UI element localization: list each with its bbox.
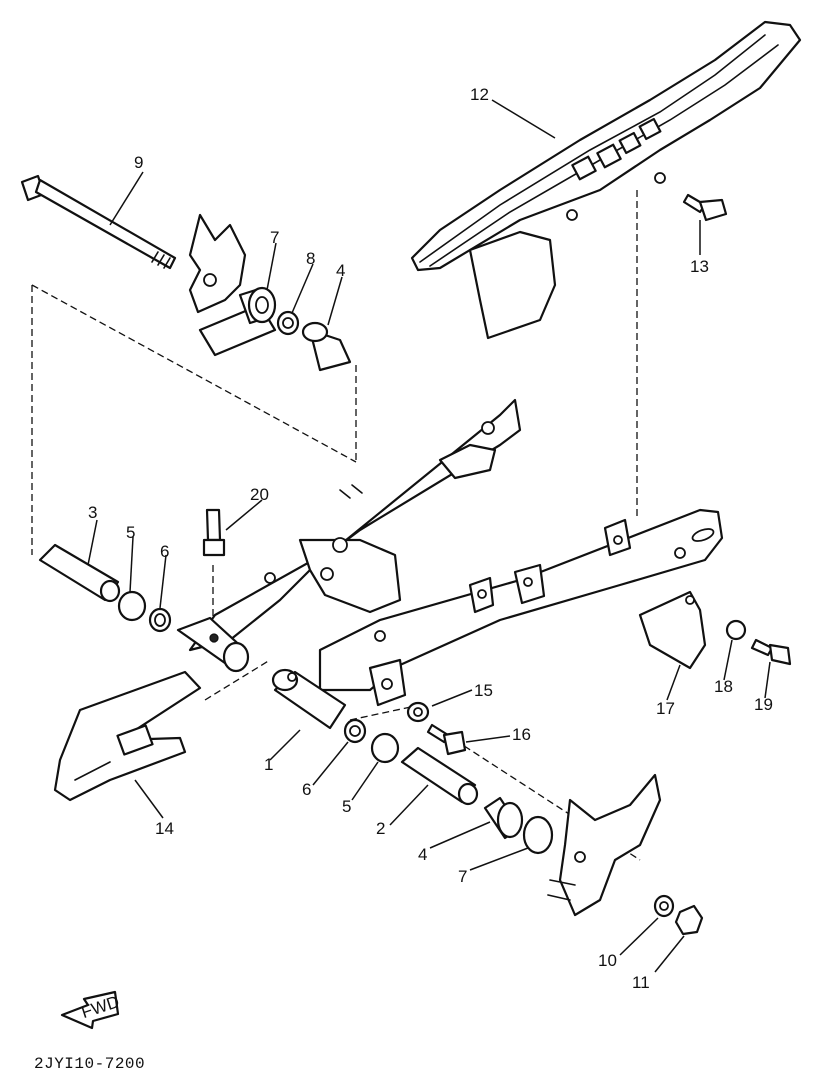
grease-nipple bbox=[202, 508, 226, 557]
pivot-shaft bbox=[20, 174, 177, 270]
callout-3: 3 bbox=[88, 503, 97, 522]
callout-10: 10 bbox=[598, 951, 617, 970]
callout-6-left: 6 bbox=[160, 542, 169, 561]
callout-16: 16 bbox=[512, 725, 531, 744]
leader-lines bbox=[87, 99, 771, 973]
callout-4-lower: 4 bbox=[418, 845, 427, 864]
pivot-tube-left bbox=[176, 616, 250, 673]
callout-12: 12 bbox=[470, 85, 489, 104]
right-bushing-set bbox=[343, 718, 554, 855]
callout-5-left: 5 bbox=[126, 523, 135, 542]
callout-labels: 1 2 3 4 4 5 5 6 6 7 7 8 9 10 11 12 13 14… bbox=[88, 85, 773, 992]
callout-7-lower: 7 bbox=[458, 867, 467, 886]
upper-bushing-set bbox=[238, 286, 352, 372]
callout-17: 17 bbox=[656, 699, 675, 718]
washer-nut-10-11 bbox=[653, 894, 704, 936]
callout-8: 8 bbox=[306, 249, 315, 268]
drawing-code: 2JYI10-7200 bbox=[34, 1055, 146, 1073]
frame-bracket-upper bbox=[188, 213, 277, 357]
callout-5-right: 5 bbox=[342, 797, 351, 816]
swingarm bbox=[188, 398, 724, 707]
callout-18: 18 bbox=[714, 677, 733, 696]
washer-bolt-15-16 bbox=[406, 701, 467, 756]
callout-4-upper: 4 bbox=[336, 261, 345, 280]
callout-2: 2 bbox=[376, 819, 385, 838]
chain-guard bbox=[410, 20, 802, 340]
callout-15: 15 bbox=[474, 681, 493, 700]
chain-slider bbox=[53, 670, 202, 802]
frame-bracket-lower bbox=[547, 773, 662, 917]
bolt-13 bbox=[682, 193, 728, 222]
plate-17-18-19 bbox=[638, 590, 792, 670]
fwd-arrow-icon: FWD bbox=[60, 990, 122, 1030]
callout-6-right: 6 bbox=[302, 780, 311, 799]
callout-1: 1 bbox=[264, 755, 273, 774]
left-collar-set bbox=[38, 543, 172, 633]
callout-11: 11 bbox=[632, 973, 650, 992]
callout-20: 20 bbox=[250, 485, 269, 504]
callout-14: 14 bbox=[155, 819, 174, 838]
callout-19: 19 bbox=[754, 695, 773, 714]
callout-7-upper: 7 bbox=[270, 228, 279, 247]
callout-13: 13 bbox=[690, 257, 709, 276]
pivot-tube-1 bbox=[271, 668, 347, 730]
callout-9: 9 bbox=[134, 153, 143, 172]
